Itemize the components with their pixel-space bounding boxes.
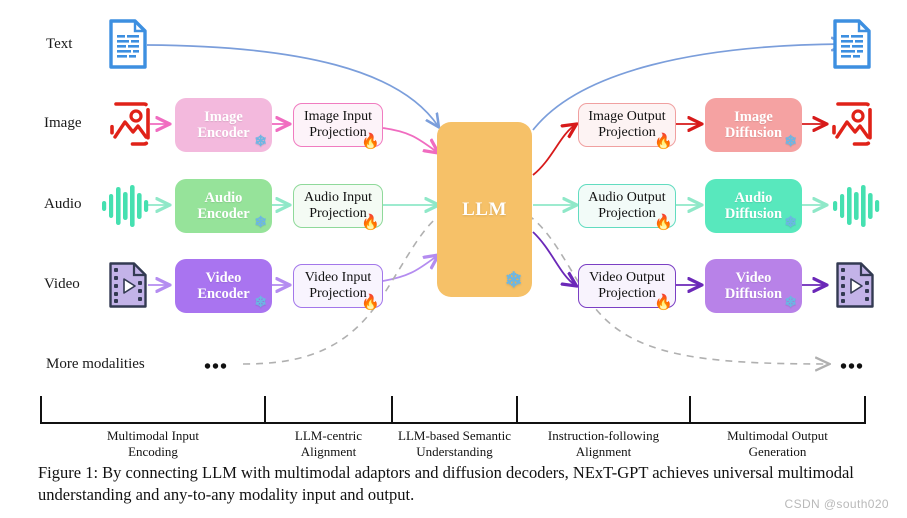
audio-waveform-icon xyxy=(100,183,152,234)
video-film-icon xyxy=(108,261,148,314)
more-modalities-output-dots: ••• xyxy=(840,356,865,378)
fire-icon: 🔥 xyxy=(654,295,673,311)
watermark: CSDN @south020 xyxy=(784,497,889,511)
fire-icon: 🔥 xyxy=(361,295,380,311)
image-picture-output-icon xyxy=(830,100,874,153)
fire-icon: 🔥 xyxy=(361,215,380,231)
snowflake-icon: ❄ xyxy=(784,134,797,150)
snowflake-icon: ❄ xyxy=(504,268,523,292)
audio-waveform-output-icon xyxy=(831,183,883,234)
snowflake-icon: ❄ xyxy=(254,295,267,311)
snowflake-icon: ❄ xyxy=(784,295,797,311)
text-document-icon xyxy=(108,18,148,75)
more-modalities-input-dots: ••• xyxy=(204,356,229,378)
modality-label-text: Text xyxy=(46,36,73,52)
modality-label-audio: Audio xyxy=(44,196,82,212)
llm-label: LLM xyxy=(462,198,507,220)
modality-label-more: More modalities xyxy=(46,356,145,372)
figure-caption: Figure 1: By connecting LLM with multimo… xyxy=(38,463,854,505)
modality-label-image: Image xyxy=(44,115,82,131)
text-document-output-icon xyxy=(832,18,872,75)
snowflake-icon: ❄ xyxy=(784,215,797,231)
fire-icon: 🔥 xyxy=(654,215,673,231)
modality-label-video: Video xyxy=(44,276,80,292)
video-film-output-icon xyxy=(835,261,875,314)
snowflake-icon: ❄ xyxy=(254,134,267,150)
image-picture-icon xyxy=(108,100,152,153)
snowflake-icon: ❄ xyxy=(254,215,267,231)
llm-block[interactable]: LLM ❄ xyxy=(437,122,532,297)
fire-icon: 🔥 xyxy=(361,134,380,150)
fire-icon: 🔥 xyxy=(654,134,673,150)
